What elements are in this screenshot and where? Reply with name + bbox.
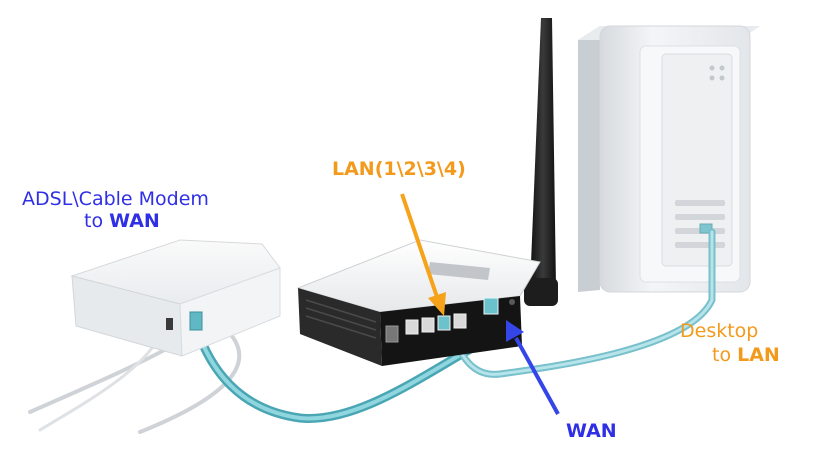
desktop-power-leds-icon xyxy=(709,65,725,81)
desktop-label-lan: LAN xyxy=(737,344,780,366)
modem-label-line1: ADSL\Cable Modem xyxy=(22,188,209,210)
desktop-side-panel xyxy=(578,26,600,292)
wan-port-label: WAN xyxy=(566,420,617,442)
adsl-modem xyxy=(70,239,281,357)
modem-phone-line xyxy=(28,340,180,414)
router-power-jack xyxy=(385,325,399,343)
wireless-router xyxy=(296,18,558,366)
router-antenna-base xyxy=(524,278,558,306)
lan-ports-label: LAN(1\2\3\4) xyxy=(332,158,466,180)
desktop-label-line1: Desktop xyxy=(680,320,759,342)
modem-label-wan: WAN xyxy=(109,210,160,232)
modem-label-to: to xyxy=(84,210,110,232)
wan-cable-highlight xyxy=(194,316,494,421)
desktop-label-line2: to LAN xyxy=(712,344,780,366)
desktop-computer xyxy=(578,25,760,293)
desktop-drive-bay xyxy=(661,53,733,267)
router-reset-button xyxy=(509,299,515,305)
wan-pointer-arrow xyxy=(506,320,560,415)
router-front-vents xyxy=(305,299,377,339)
lan-pointer-arrow xyxy=(400,193,446,316)
router-brand-strip xyxy=(428,262,490,280)
router-antenna xyxy=(530,18,556,288)
router-wan-port xyxy=(483,297,499,315)
modem-wan-port xyxy=(189,311,203,331)
modem-power-port xyxy=(166,318,173,330)
router-top-surface xyxy=(296,239,541,313)
desktop-label-to: to xyxy=(712,344,738,366)
modem-label-line2: to WAN xyxy=(84,210,160,232)
modem-power-line-2 xyxy=(38,334,162,432)
modem-right-face xyxy=(179,267,281,357)
modem-power-line xyxy=(138,334,242,434)
